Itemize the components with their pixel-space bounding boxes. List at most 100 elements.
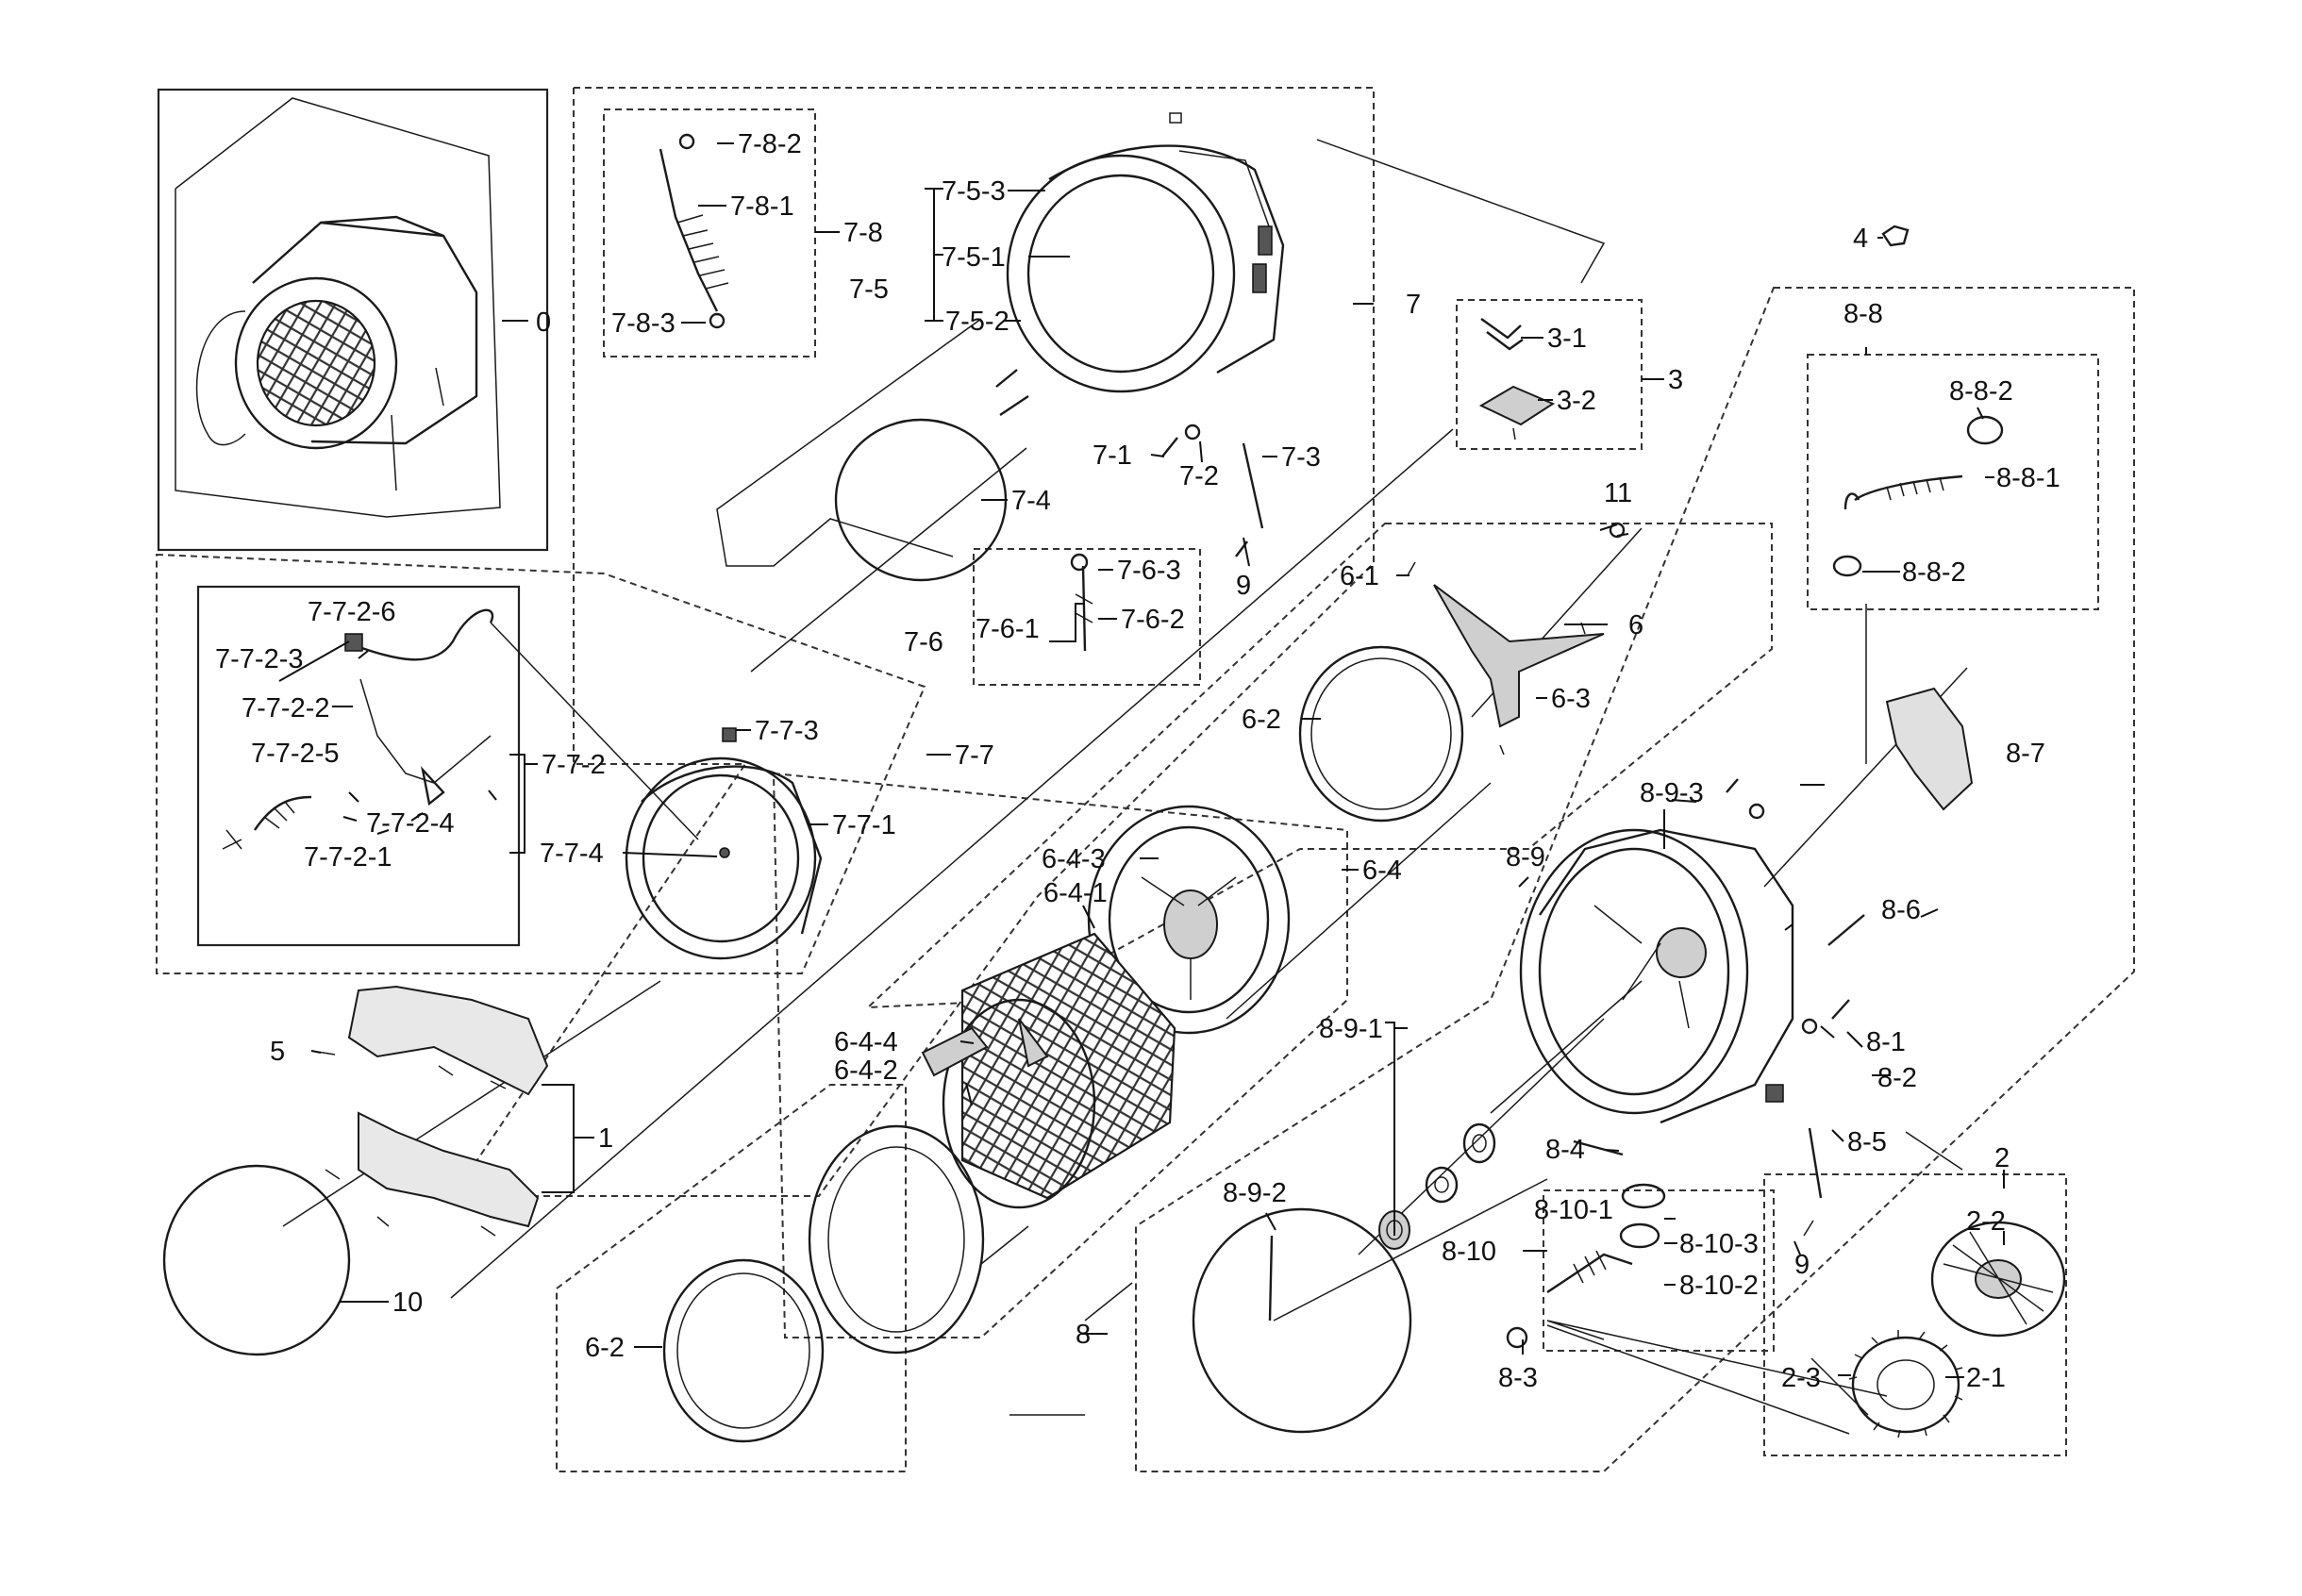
box-8	[1135, 287, 2135, 1472]
box-6	[865, 523, 1773, 1009]
label-2-1: 2-1	[1966, 1363, 2006, 1393]
label-10: 10	[392, 1288, 423, 1318]
leader-lines	[278, 142, 2005, 1378]
ring-10	[162, 1164, 351, 1356]
label-3-2: 3-2	[1557, 386, 1596, 416]
label-7-7-2: 7-7-2	[542, 750, 606, 780]
label-8-9-3: 8-9-3	[1640, 778, 1704, 808]
label-8-2: 8-2	[1877, 1063, 1917, 1093]
label-8-4: 8-4	[1545, 1135, 1585, 1165]
label-7-8-3: 7-8-3	[611, 308, 676, 339]
label-7-7: 7-7	[955, 740, 994, 771]
label-2-2: 2-2	[1966, 1206, 2006, 1237]
label-1: 1	[598, 1123, 613, 1154]
parts-7-6	[1070, 553, 1093, 652]
label-3-1: 3-1	[1547, 324, 1587, 354]
label-7-3: 7-3	[1281, 442, 1321, 473]
front-panel-7-7	[625, 727, 823, 960]
label-6-2-upper: 6-2	[1242, 705, 1281, 735]
label-8-10: 8-10	[1442, 1237, 1496, 1267]
label-6-2-lower: 6-2	[585, 1333, 625, 1363]
hose-8-8	[1832, 415, 2004, 577]
label-7-7-1: 7-7-1	[832, 810, 896, 840]
duct-8-7	[1885, 687, 1974, 811]
label-0: 0	[536, 308, 551, 338]
label-8-7: 8-7	[2006, 739, 2045, 769]
label-8-8-2-top: 8-8-2	[1949, 376, 2013, 407]
label-8-9-1: 8-9-1	[1319, 1014, 1383, 1044]
box-0	[157, 88, 549, 552]
label-8-3: 8-3	[1498, 1363, 1538, 1393]
label-7: 7	[1406, 290, 1421, 320]
drum-6-4-1	[942, 932, 1176, 1209]
rear-tub-8	[1519, 828, 1794, 1124]
label-7-1: 7-1	[1093, 441, 1132, 471]
label-6-4-2: 6-4-2	[834, 1056, 898, 1086]
label-2-3: 2-3	[1781, 1363, 1821, 1393]
label-7-5-2: 7-5-2	[945, 307, 1009, 337]
tub-front	[1006, 112, 1285, 393]
motor-2	[1848, 1221, 2066, 1438]
seals-8-9	[1378, 1122, 1496, 1250]
label-7-7-2-2: 7-7-2-2	[242, 693, 330, 723]
label-7-6-1: 7-6-1	[976, 614, 1040, 644]
washer-assembly-illustration	[175, 97, 501, 518]
label-6: 6	[1628, 610, 1643, 640]
label-7-6: 7-6	[904, 627, 943, 657]
box-7-6	[973, 548, 1201, 686]
small-parts-8	[1573, 522, 1865, 1237]
label-8: 8	[1076, 1320, 1091, 1350]
box-6-4	[772, 772, 1348, 1338]
ring-7-4	[834, 418, 1008, 582]
ring-6-4-2-inner	[827, 1146, 965, 1333]
box-8-8	[1807, 354, 2099, 610]
label-3: 3	[1668, 365, 1683, 395]
label-8-6: 8-6	[1881, 895, 1921, 925]
label-7-6-3: 7-6-3	[1117, 556, 1181, 586]
group-boxes	[156, 87, 2135, 1472]
label-7-2: 7-2	[1179, 461, 1219, 491]
box-2	[1763, 1173, 2067, 1456]
box-6-2-lower	[556, 1084, 907, 1472]
ring-6-2-upper-inner	[1310, 657, 1452, 810]
box-7-7	[156, 553, 926, 974]
box-3	[1456, 299, 1643, 450]
parts-7-1-7-3	[995, 369, 1264, 557]
label-8-9-2: 8-9-2	[1223, 1178, 1287, 1208]
label-7-4: 7-4	[1011, 486, 1051, 516]
label-6-4: 6-4	[1362, 856, 1402, 886]
ring-6-2-lower	[662, 1258, 825, 1443]
pump-8-10	[1506, 1183, 1666, 1349]
label-7-5-3: 7-5-3	[942, 176, 1006, 207]
spider-6	[1407, 561, 1605, 756]
label-8-10-1: 8-10-1	[1534, 1195, 1613, 1225]
brackets-1	[310, 985, 549, 1237]
hose-7-8	[659, 133, 729, 329]
ring-6-2-lower-inner	[676, 1272, 810, 1429]
label-8-10-2: 8-10-2	[1679, 1271, 1759, 1301]
label-6-3: 6-3	[1551, 684, 1591, 714]
label-7-7-2-6: 7-7-2-6	[308, 597, 396, 627]
label-8-10-3: 8-10-3	[1679, 1229, 1759, 1259]
label-7-8-1: 7-8-1	[730, 191, 794, 222]
label-6-4-3: 6-4-3	[1042, 844, 1106, 874]
ring-6-2-upper	[1298, 645, 1464, 823]
clip-4	[1881, 224, 1910, 247]
label-9-lower: 9	[1794, 1250, 1810, 1280]
label-7-8: 7-8	[843, 218, 883, 248]
label-8-1: 8-1	[1866, 1027, 1906, 1057]
label-4: 4	[1853, 224, 1868, 254]
ring-8-9-2	[1192, 1207, 1412, 1434]
label-7-7-2-5: 7-7-2-5	[251, 739, 340, 769]
label-8-8: 8-8	[1843, 299, 1883, 329]
parts	[162, 97, 2066, 1443]
label-7-7-3: 7-7-3	[755, 716, 819, 746]
label-7-7-2-1: 7-7-2-1	[304, 842, 392, 873]
label-7-8-2: 7-8-2	[738, 129, 802, 159]
label-6-4-4: 6-4-4	[834, 1027, 898, 1057]
label-11: 11	[1604, 478, 1632, 508]
label-9-upper: 9	[1236, 571, 1251, 601]
label-7-7-2-3: 7-7-2-3	[215, 644, 304, 674]
label-6-1: 6-1	[1340, 561, 1379, 591]
